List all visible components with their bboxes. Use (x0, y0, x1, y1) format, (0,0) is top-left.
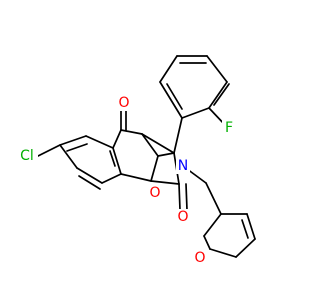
bond (203, 235, 211, 250)
bond (173, 117, 183, 154)
molecule-structure: Cl F O O O N O (16, 55, 256, 266)
bond (59, 135, 87, 146)
bond (213, 83, 230, 106)
bond (112, 129, 122, 149)
label-background (117, 95, 131, 111)
bond (178, 183, 181, 211)
bond (120, 173, 152, 182)
molecule-canvas: Cl F O O O N O (16, 55, 256, 266)
bond (37, 144, 61, 157)
bond (241, 219, 249, 239)
bond (157, 152, 175, 157)
bond (112, 147, 122, 175)
bond (85, 135, 114, 149)
label-background (16, 147, 38, 165)
nitrogen-atom-label: N (178, 158, 188, 174)
atom-labels: Cl F O O O N O (16, 95, 236, 266)
bond (120, 129, 143, 135)
bond (181, 107, 210, 119)
label-background (176, 209, 190, 225)
label-background (222, 120, 236, 136)
bond-group (37, 55, 256, 258)
ring-oxygen-label: O (149, 185, 160, 201)
bond (208, 81, 228, 109)
lactam-oxygen-label: O (177, 209, 188, 225)
bond (109, 150, 116, 167)
bond (203, 213, 222, 237)
bond (235, 238, 256, 258)
label-background (176, 158, 190, 174)
label-background (148, 185, 162, 201)
bond (78, 175, 101, 190)
chlorine-atom-label: Cl (20, 148, 34, 164)
bond (185, 183, 188, 211)
bond (59, 144, 78, 169)
bond (141, 133, 159, 157)
bond (66, 143, 88, 152)
bond (209, 248, 237, 258)
top-carbonyl-oxygen-label: O (118, 95, 129, 111)
bond (76, 167, 103, 184)
fluorine-atom-label: F (225, 120, 233, 136)
bond (166, 83, 183, 110)
bond (206, 55, 228, 83)
bond (101, 173, 122, 184)
bond (150, 180, 180, 185)
bond (159, 55, 178, 83)
bond (150, 155, 159, 182)
furan-oxygen-label: O (194, 250, 205, 266)
bond (141, 133, 175, 154)
bond (246, 213, 256, 240)
bond (205, 182, 222, 215)
label-background (193, 250, 207, 266)
bond (159, 81, 183, 119)
